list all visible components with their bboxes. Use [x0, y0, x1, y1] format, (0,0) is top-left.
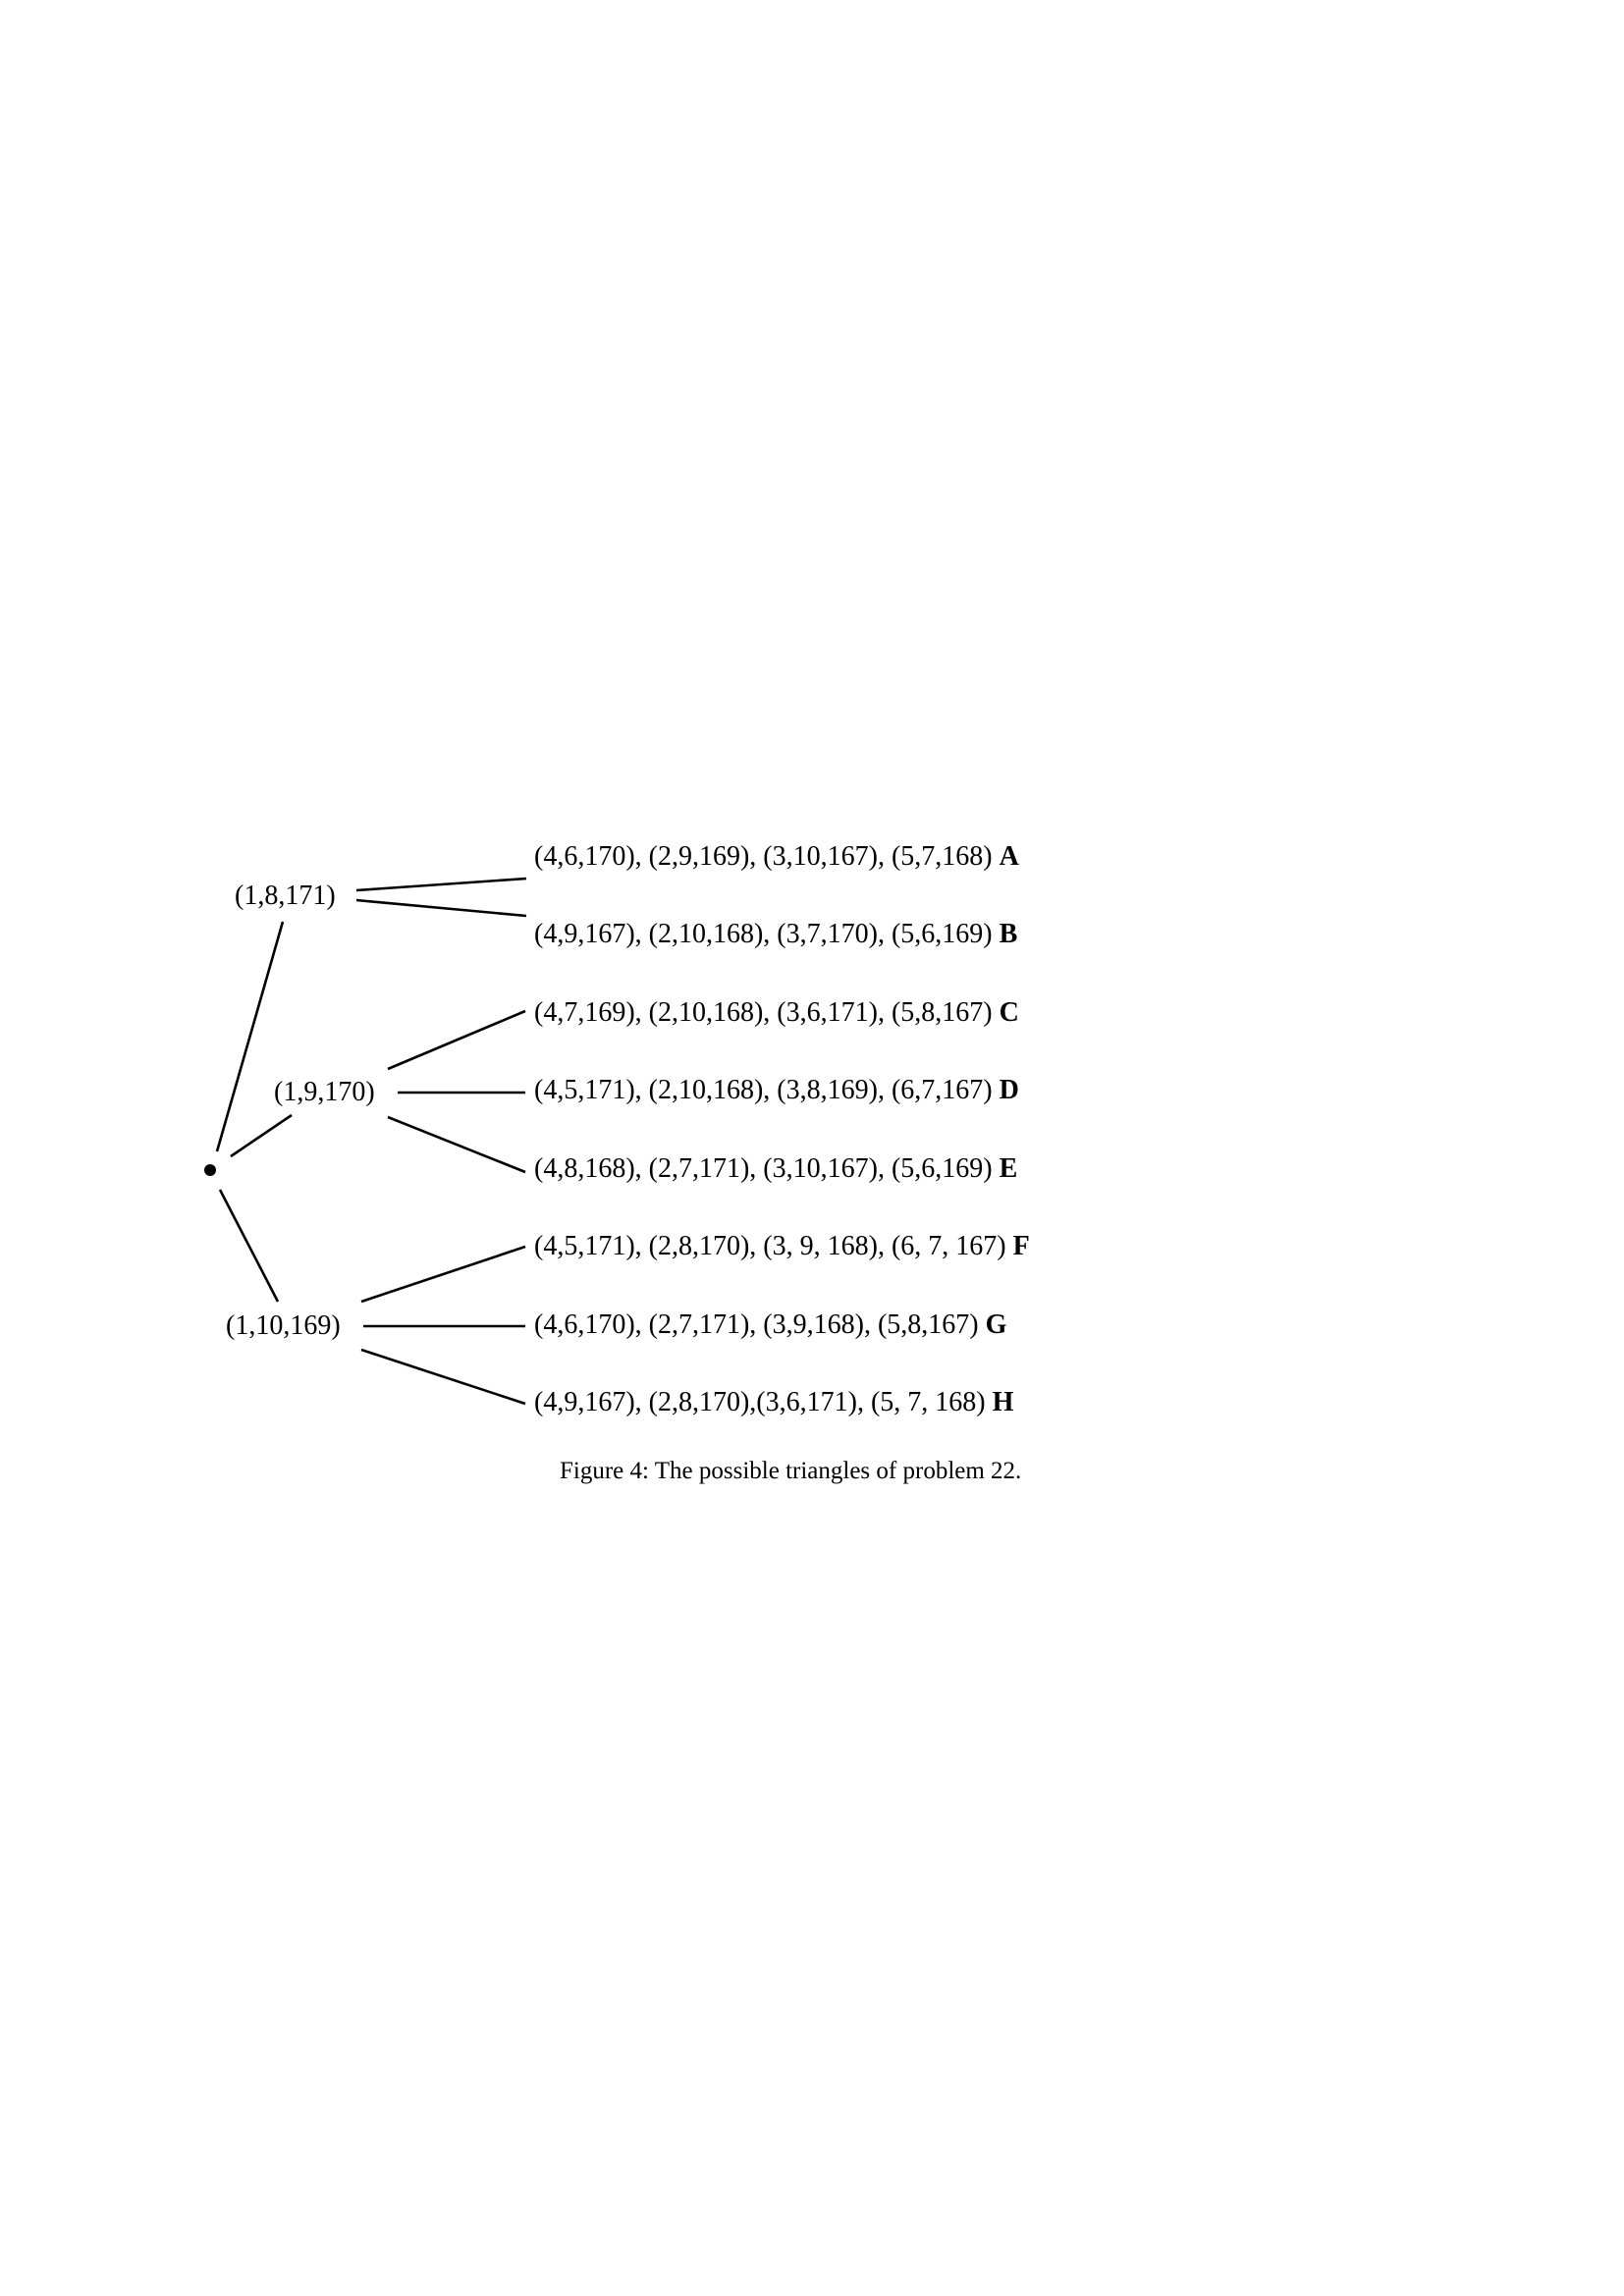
node-1-10-169: (1,10,169): [226, 1310, 341, 1341]
leaf-d-label: D: [1000, 1075, 1019, 1105]
leaf-b-text: (4,9,167), (2,10,168), (3,7,170), (5,6,1…: [534, 919, 993, 949]
leaf-d-text: (4,5,171), (2,10,168), (3,8,169), (6,7,1…: [534, 1075, 993, 1105]
edge-root-n2: [230, 1113, 293, 1158]
edge-n1-b: [355, 898, 527, 918]
edge-n2-e: [387, 1115, 526, 1174]
leaf-g: (4,6,170), (2,7,171), (3,9,168), (5,8,16…: [534, 1309, 1007, 1340]
root-node: [204, 1164, 216, 1176]
leaf-h-text: (4,9,167), (2,8,170),(3,6,171), (5, 7, 1…: [534, 1387, 986, 1417]
edge-n3-h: [360, 1348, 526, 1406]
leaf-a: (4,6,170), (2,9,169), (3,10,167), (5,7,1…: [534, 841, 1020, 872]
edge-root-n1: [215, 921, 285, 1152]
edge-n3-f: [360, 1245, 526, 1304]
leaf-a-label: A: [1000, 841, 1020, 872]
figure-caption: Figure 4: The possible triangles of prob…: [560, 1458, 1021, 1484]
leaf-e-label: E: [1000, 1153, 1018, 1184]
leaf-d: (4,5,171), (2,10,168), (3,8,169), (6,7,1…: [534, 1075, 1019, 1105]
leaf-c: (4,7,169), (2,10,168), (3,6,171), (5,8,1…: [534, 997, 1019, 1028]
leaf-f-label: F: [1013, 1231, 1030, 1261]
leaf-h-label: H: [993, 1387, 1014, 1417]
leaf-h: (4,9,167), (2,8,170),(3,6,171), (5, 7, 1…: [534, 1387, 1014, 1417]
edge-n1-a: [355, 877, 527, 892]
node-1-8-171: (1,8,171): [235, 881, 336, 911]
leaf-f: (4,5,171), (2,8,170), (3, 9, 168), (6, 7…: [534, 1231, 1030, 1261]
leaf-g-text: (4,6,170), (2,7,171), (3,9,168), (5,8,16…: [534, 1309, 979, 1340]
leaf-c-label: C: [1000, 997, 1019, 1028]
leaf-b: (4,9,167), (2,10,168), (3,7,170), (5,6,1…: [534, 919, 1017, 949]
edge-n2-c: [387, 1009, 526, 1071]
node-1-9-170: (1,9,170): [274, 1077, 375, 1107]
edge-root-n3: [218, 1189, 280, 1303]
leaf-b-label: B: [1000, 919, 1018, 949]
leaf-f-text: (4,5,171), (2,8,170), (3, 9, 168), (6, 7…: [534, 1231, 1006, 1261]
leaf-e-text: (4,8,168), (2,7,171), (3,10,167), (5,6,1…: [534, 1153, 993, 1184]
leaf-e: (4,8,168), (2,7,171), (3,10,167), (5,6,1…: [534, 1153, 1017, 1184]
leaf-a-text: (4,6,170), (2,9,169), (3,10,167), (5,7,1…: [534, 841, 993, 872]
leaf-g-label: G: [986, 1309, 1007, 1340]
leaf-c-text: (4,7,169), (2,10,168), (3,6,171), (5,8,1…: [534, 997, 993, 1028]
